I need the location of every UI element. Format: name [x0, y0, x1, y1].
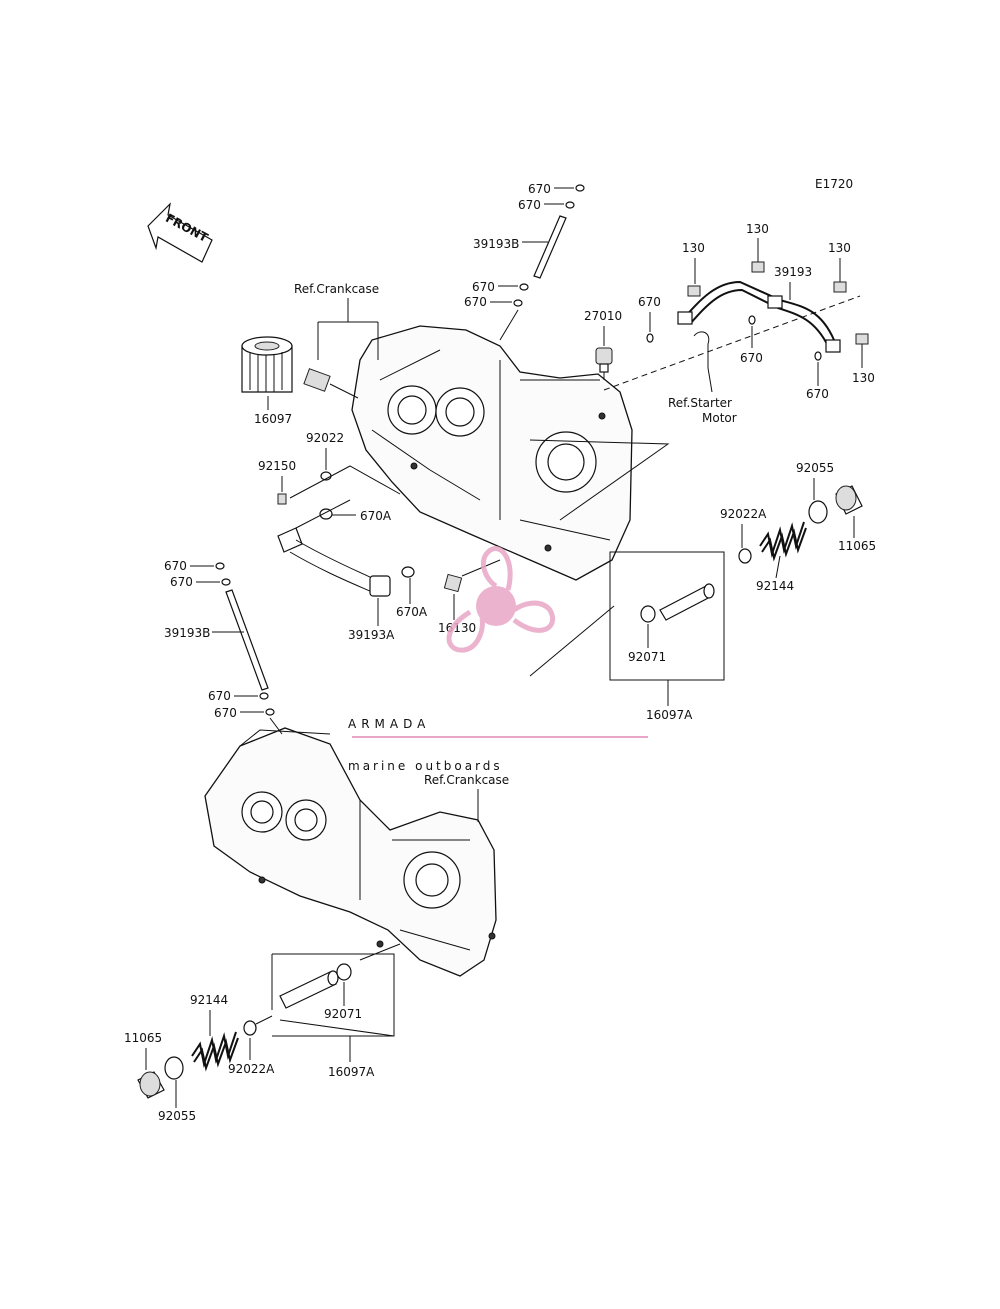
label-11065-l: 11065 — [124, 1031, 162, 1045]
valve-16097A-r-icon — [659, 583, 715, 621]
upper-crankcase-drawing — [351, 325, 633, 581]
label-670-l4: 670 — [214, 706, 237, 720]
label-16097A-r: 16097A — [646, 708, 693, 722]
label-92144-l: 92144 — [190, 993, 228, 1007]
armada-logo-icon — [446, 546, 555, 653]
watermark-divider — [352, 736, 648, 738]
label-39193B-top: 39193B — [473, 237, 519, 251]
label-130-3: 130 — [828, 241, 851, 255]
ref-crankcase-upper: Ref.Crankcase — [294, 282, 379, 296]
label-16130: 16130 — [438, 621, 476, 635]
label-130-2: 130 — [746, 222, 769, 236]
front-arrow-icon: FRONT — [147, 202, 213, 263]
label-670-t3: 670 — [472, 280, 495, 294]
label-670A-2: 670A — [396, 605, 428, 619]
label-130-4: 130 — [852, 371, 875, 385]
pipe-39193-icon — [677, 280, 841, 353]
switch-27010-icon — [595, 347, 613, 373]
label-670-t1: 670 — [528, 182, 551, 196]
label-16097: 16097 — [254, 412, 292, 426]
label-39193A: 39193A — [348, 628, 395, 642]
label-11065-r: 11065 — [838, 539, 876, 553]
label-27010: 27010 — [584, 309, 622, 323]
label-92055-l: 92055 — [158, 1109, 196, 1123]
ref-crankcase-lower: Ref.Crankcase — [424, 773, 509, 787]
spring-92144-r-icon — [759, 521, 807, 562]
label-670A-1: 670A — [360, 509, 392, 523]
label-670-t4: 670 — [464, 295, 487, 309]
label-39193B-left: 39193B — [164, 626, 210, 640]
label-92144-r: 92144 — [756, 579, 794, 593]
watermark-tagline: marine outboards — [348, 759, 503, 773]
label-92022: 92022 — [306, 431, 344, 445]
oil-filter-16097-icon — [241, 336, 293, 393]
plug-11065-r-icon — [835, 485, 863, 515]
lower-crankcase-drawing — [204, 727, 497, 977]
label-130-1: 130 — [682, 241, 705, 255]
ref-starter-line1: Ref.Starter — [668, 396, 732, 410]
label-16097A-l: 16097A — [328, 1065, 375, 1079]
label-670-l2: 670 — [170, 575, 193, 589]
label-92071-l: 92071 — [324, 1007, 362, 1021]
label-670-l3: 670 — [208, 689, 231, 703]
label-670-r2: 670 — [740, 351, 763, 365]
pipe-39193B-top-icon — [533, 215, 567, 279]
spring-92144-l-icon — [191, 1031, 239, 1072]
valve-16097A-l-icon — [279, 970, 339, 1009]
diagram-code: E1720 — [815, 177, 853, 191]
ref-starter-line2: Motor — [702, 411, 737, 425]
plug-11065-l-icon — [137, 1071, 165, 1099]
label-670-r1: 670 — [638, 295, 661, 309]
label-670-l1: 670 — [164, 559, 187, 573]
pipe-39193B-left-icon — [225, 589, 269, 691]
label-92022A-r: 92022A — [720, 507, 767, 521]
label-670-r3: 670 — [806, 387, 829, 401]
watermark-brand: ARMADA — [348, 717, 430, 731]
label-92071-r: 92071 — [628, 650, 666, 664]
label-92150: 92150 — [258, 459, 296, 473]
label-670-t2: 670 — [518, 198, 541, 212]
label-92055-r: 92055 — [796, 461, 834, 475]
label-39193: 39193 — [774, 265, 812, 279]
label-92022A-l: 92022A — [228, 1062, 275, 1076]
oil-pipe-39193A-icon — [277, 527, 391, 597]
